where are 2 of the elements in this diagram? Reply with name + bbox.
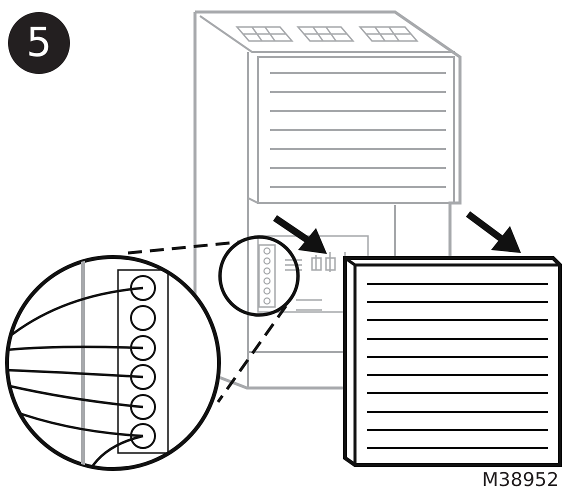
figure-code: M38952 — [482, 468, 559, 492]
step-number: 5 — [8, 12, 70, 74]
